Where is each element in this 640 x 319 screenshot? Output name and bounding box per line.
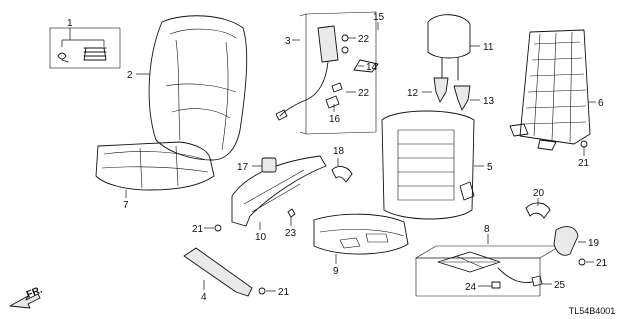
part-17-knob: [252, 157, 277, 173]
callout-11: 11: [483, 42, 494, 53]
part-18-clip: [331, 158, 353, 183]
part-7-cushion-cover: [95, 141, 215, 198]
part-8-harness: [414, 234, 562, 297]
callout-18: 18: [333, 146, 345, 157]
callout-8: 8: [484, 224, 490, 235]
part-21-screw-b: [258, 287, 276, 295]
callout-4: 4: [201, 292, 207, 303]
part-21-screw-c: [580, 140, 588, 156]
callout-5: 5: [487, 162, 493, 173]
part-9-cushion-pad: [313, 213, 409, 264]
callout-22-b: 22: [358, 88, 370, 99]
callout-6: 6: [598, 98, 604, 109]
part-12-guide: [422, 77, 449, 103]
part-10-side-trim: [231, 155, 327, 230]
callout-1: 1: [67, 18, 73, 29]
callout-21-d: 21: [596, 258, 608, 269]
callout-17: 17: [237, 162, 249, 173]
callout-23: 23: [285, 228, 297, 239]
callout-12: 12: [407, 88, 419, 99]
callout-19: 19: [588, 238, 600, 249]
callout-16: 16: [329, 114, 341, 125]
callout-14: 14: [366, 62, 378, 73]
callout-3: 3: [285, 36, 291, 47]
direction-label: FR.: [25, 284, 44, 300]
callout-10: 10: [255, 232, 267, 243]
callout-7: 7: [123, 200, 129, 211]
part-19-cover: [553, 226, 586, 256]
part-23-clip: [287, 208, 296, 226]
part-21-screw-a: [204, 224, 222, 232]
part-13-guide: [453, 85, 480, 111]
part-6-back-panel: [509, 29, 596, 151]
callout-21-c: 21: [578, 158, 590, 169]
front-direction-arrow: [9, 293, 41, 309]
callout-15: 15: [373, 12, 385, 23]
callout-22-a: 22: [358, 34, 370, 45]
part-11-headrest: [427, 14, 480, 81]
part-1-clips: [49, 27, 121, 69]
callout-25: 25: [554, 280, 566, 291]
part-4-skirt-trim: [183, 247, 253, 297]
leaders-group-3: [333, 22, 379, 112]
callout-2: 2: [127, 70, 133, 81]
part-2-seatback-cover: [136, 15, 248, 161]
part-21-screw-d: [578, 258, 594, 266]
part-5-seatback-pad: [381, 110, 484, 220]
callout-13: 13: [483, 96, 495, 107]
part-3-airbag-harness: [275, 11, 379, 135]
callout-24: 24: [465, 282, 477, 293]
callout-21-a: 21: [192, 224, 204, 235]
callout-9: 9: [333, 266, 339, 277]
part-20-clip: [525, 198, 551, 219]
callout-20: 20: [533, 188, 545, 199]
drawing-code: TL54B4001: [569, 306, 616, 316]
callout-21-b: 21: [278, 287, 290, 298]
